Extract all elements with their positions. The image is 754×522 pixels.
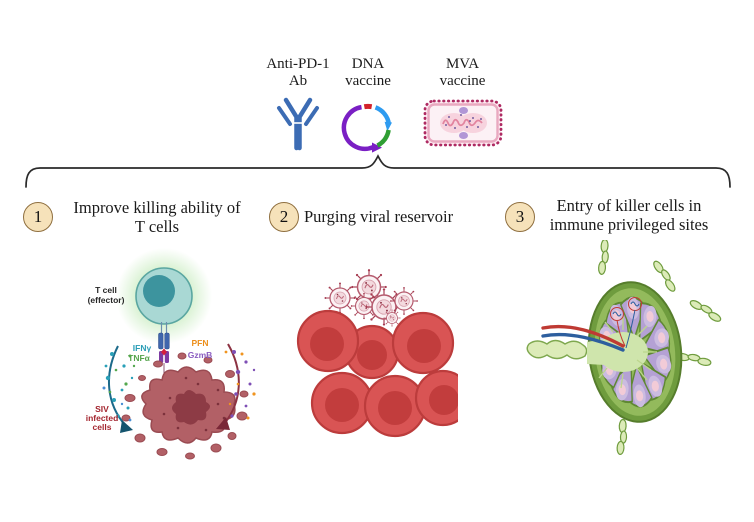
strategy-3-number-badge: 3 [505, 202, 535, 232]
blood-vessel-icons [541, 324, 625, 352]
strategy-number: 3 [515, 207, 525, 226]
strategy-number: 1 [33, 207, 43, 226]
intervention-mva-vaccine: MVA vaccine [415, 56, 510, 149]
label-line: vaccine [439, 73, 486, 89]
label-line: Anti-PD-1 [266, 56, 330, 72]
reservoir-cell [391, 311, 455, 375]
plasmid-icon [341, 103, 392, 153]
label-line: immune privileged sites [549, 214, 709, 234]
mva-virus-core [439, 107, 487, 139]
t-cell-label: (effector) [88, 295, 125, 305]
label-line: vaccine [345, 73, 391, 89]
reservoir-cell [363, 374, 427, 438]
gzmb-label: GzmB [188, 350, 213, 360]
immune-synapse-icon [158, 322, 170, 373]
illustration-viral-reservoir [296, 268, 458, 438]
intervention-anti-pd1: Anti-PD-1 Ab [253, 56, 343, 151]
antibody-icon [277, 97, 319, 151]
tnf-alpha-label: TNFα [128, 353, 151, 363]
t-cell-nucleus [143, 275, 175, 307]
label-line: MVA [445, 56, 480, 72]
reservoir-cell [414, 369, 458, 427]
infected-cell-cluster-icon [296, 309, 458, 438]
strategy-1-label: Improve killing ability of T cells [58, 198, 256, 236]
intervention-mva-vaccine-label: MVA vaccine [415, 56, 510, 90]
lymph-node-icon [587, 281, 683, 423]
reservoir-cell [296, 309, 360, 373]
intervention-dna-vaccine-label: DNA vaccine [325, 56, 411, 90]
follicle-capillary-tufts [610, 297, 642, 349]
intervention-anti-pd1-label: Anti-PD-1 Ab [253, 56, 343, 90]
t-cell-label: T cell [95, 285, 117, 295]
cytokine-arrow-left [108, 345, 133, 433]
secreted-molecules-right [224, 350, 256, 420]
strategy-number: 2 [279, 207, 289, 226]
label-line: Entry of killer cells in [556, 196, 702, 215]
infected-cell-icon [121, 352, 249, 460]
strategy-2-label: Purging viral reservoir [304, 207, 454, 227]
label-line: DNA [351, 56, 385, 72]
label-line: T cells [134, 216, 180, 236]
pfn-label: PFN [192, 338, 209, 348]
label-line: Purging viral reservoir [304, 207, 454, 226]
secreted-molecules-left [102, 352, 136, 422]
illustration-immune-privileged-site [526, 240, 724, 456]
lymph-node-medulla [587, 316, 657, 389]
mva-vaccine-icon [423, 99, 502, 147]
curly-brace [25, 154, 731, 188]
strategy-1-number-badge: 1 [23, 202, 53, 232]
siv-cells-label: cells [93, 422, 112, 432]
intervention-dna-vaccine: DNA vaccine [325, 56, 411, 155]
reservoir-cell [310, 371, 374, 435]
t-cell-icon [135, 267, 193, 325]
label-line: Improve killing ability of [73, 198, 241, 217]
afferent-lymphatic-vessel-icon [526, 339, 588, 360]
strategy-3-label: Entry of killer cells in immune privileg… [535, 196, 723, 234]
strategy-2-number-badge: 2 [269, 202, 299, 232]
ifn-gamma-label: IFNγ [133, 343, 152, 353]
label-line: Ab [288, 73, 308, 89]
siv-cells-label: infected [86, 413, 119, 423]
siv-cells-label: SIV [95, 404, 109, 414]
illustration-killing-ability: T cell (effector) IFNγ TNFα PFN GzmB SIV… [86, 248, 256, 460]
